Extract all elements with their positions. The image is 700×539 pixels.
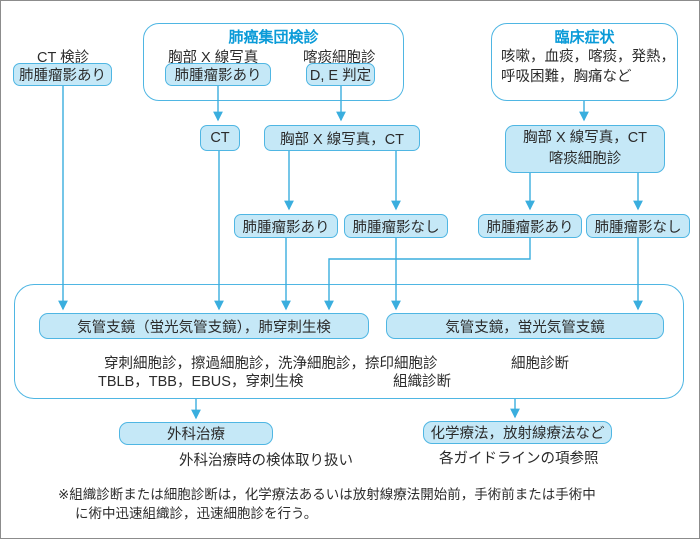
- ct-screening-finding-box: 肺腫瘤影あり: [13, 63, 112, 86]
- clinical-exam-line-1: 胸部 X 線写真，CT: [522, 130, 648, 146]
- bronchoscopy-label: 気管支鏡，蛍光気管支鏡: [445, 319, 605, 336]
- surgery-note-text: 外科治療時の検体取り扱い: [179, 453, 353, 469]
- clinical-exam-box: 胸部 X 線写真，CT 喀痰細胞診: [505, 125, 665, 173]
- chest-xray-label: 胸部 X 線写真: [168, 50, 259, 66]
- tissue-diagnosis-text: 組織診断: [393, 374, 451, 390]
- footnote-line-2: に術中迅速組織診，迅速細胞診を行う。: [75, 506, 318, 521]
- mass-screening-group: [143, 23, 404, 101]
- clinical-symptoms-group: [491, 23, 678, 101]
- xray-ct-box-label: 胸部 X 線写真，CT: [279, 131, 405, 148]
- chest-xray-finding-box: 肺腫瘤影あり: [165, 63, 271, 86]
- mass-absent-box-2: 肺腫瘤影なし: [586, 214, 690, 238]
- bronchoscopy-biopsy-box: 気管支鏡（蛍光気管支鏡），肺穿刺生検: [39, 313, 369, 339]
- chemo-radio-note-text: 各ガイドラインの項参照: [439, 451, 599, 467]
- clinical-symptoms-title: 臨床症状: [554, 29, 615, 46]
- sputum-cytology-label: 喀痰細胞診: [303, 50, 376, 66]
- ct-box-label: CT: [210, 130, 230, 146]
- ct-screening-label: CT 検診: [37, 50, 90, 66]
- biopsy-procedures-text: TBLB，TBB，EBUS，穿刺生検: [98, 374, 304, 390]
- mass-present-label-2: 肺腫瘤影あり: [486, 219, 574, 236]
- surgery-box: 外科治療: [119, 422, 273, 445]
- mass-present-box-1: 肺腫瘤影あり: [234, 214, 338, 238]
- ct-box: CT: [200, 125, 240, 151]
- mass-absent-box-1: 肺腫瘤影なし: [344, 214, 448, 238]
- mass-screening-title: 肺癌集団検診: [228, 29, 319, 46]
- mass-absent-label-1: 肺腫瘤影なし: [352, 219, 440, 236]
- symptoms-line-2: 呼吸困難，胸痛など: [501, 69, 632, 85]
- chest-xray-finding-label: 肺腫瘤影あり: [174, 68, 262, 84]
- clinical-exam-line-2: 喀痰細胞診: [548, 151, 622, 167]
- footnote-line-1: ※組織診断または細胞診断は，化学療法あるいは放射線療法開始前，手術前または手術中: [58, 487, 596, 502]
- xray-ct-box: 胸部 X 線写真，CT: [264, 125, 420, 151]
- mass-present-label-1: 肺腫瘤影あり: [242, 219, 330, 236]
- cytology-diagnosis-text: 細胞診断: [511, 356, 569, 372]
- chemo-radio-label: 化学療法，放射線療法など: [430, 426, 605, 442]
- cytology-methods-text: 穿刺細胞診，擦過細胞診，洗浄細胞診，捺印細胞診: [104, 356, 438, 372]
- ct-screening-finding-label: 肺腫瘤影あり: [19, 68, 106, 84]
- mass-absent-label-2: 肺腫瘤影なし: [594, 219, 682, 236]
- mass-present-box-2: 肺腫瘤影あり: [478, 214, 582, 238]
- symptoms-line-1: 咳嗽，血痰，喀痰，発熱，: [501, 49, 675, 65]
- bronchoscopy-box: 気管支鏡，蛍光気管支鏡: [386, 313, 664, 339]
- surgery-label: 外科治療: [167, 427, 225, 443]
- bronchoscopy-biopsy-label: 気管支鏡（蛍光気管支鏡），肺穿刺生検: [77, 319, 331, 336]
- chemo-radio-box: 化学療法，放射線療法など: [423, 421, 612, 444]
- sputum-finding-box: D, E 判定: [306, 63, 375, 86]
- sputum-finding-label: D, E 判定: [309, 68, 372, 84]
